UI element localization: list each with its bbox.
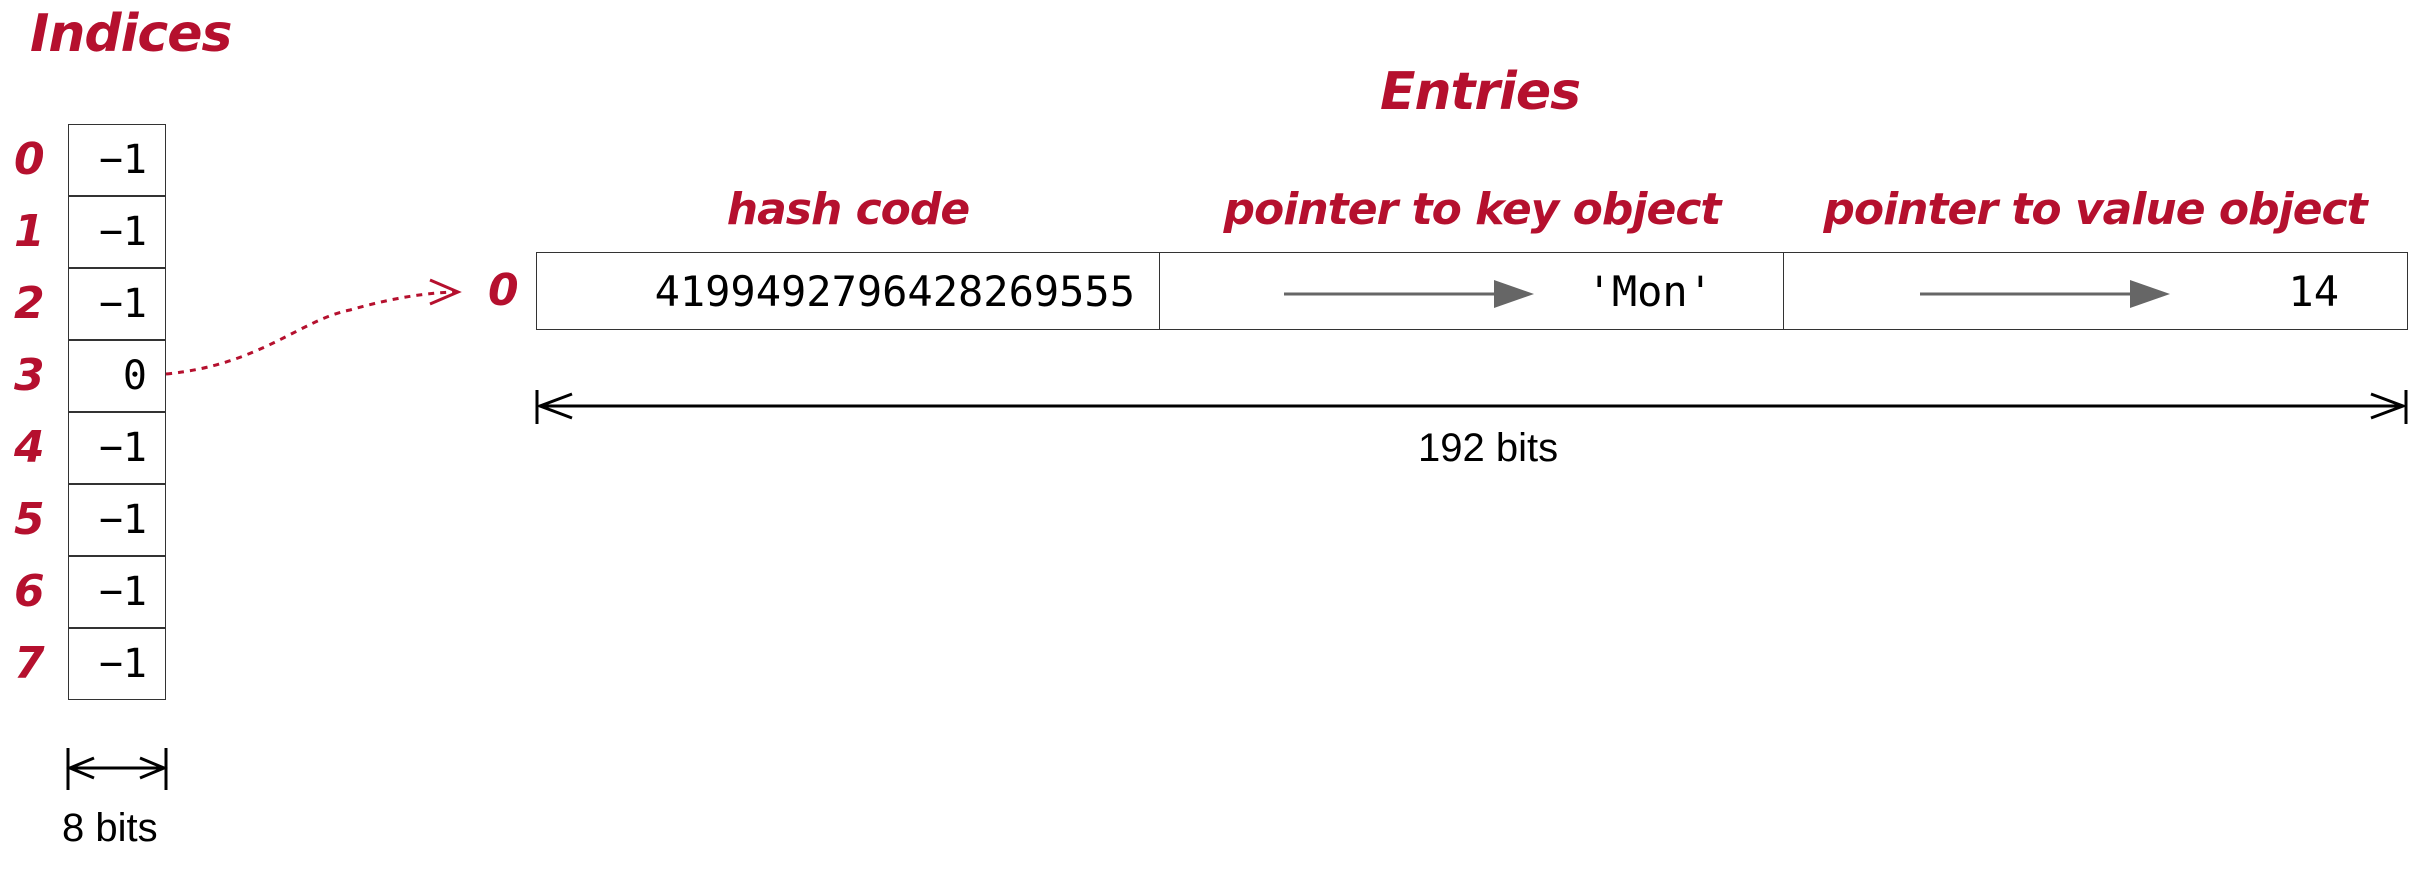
index-cell-6: −1: [68, 556, 166, 628]
column-header-value-pointer: pointer to value object: [1823, 184, 2367, 235]
index-cell-1: −1: [68, 196, 166, 268]
indices-width-label: 8 bits: [62, 806, 158, 850]
index-label-1: 1: [14, 206, 45, 257]
entry-key-value: 'Mon': [1586, 267, 1713, 316]
entry-value-cell: 14: [1783, 252, 2408, 330]
index-cell-0: −1: [68, 124, 166, 196]
entry-row-label-0: 0: [488, 265, 519, 316]
index-cell-7: −1: [68, 628, 166, 700]
index-label-3: 3: [14, 350, 45, 401]
index-label-0: 0: [14, 134, 45, 185]
index-cell-3: 0: [68, 340, 166, 412]
indices-title: Indices: [30, 4, 232, 64]
value-pointer-arrowhead: [2130, 280, 2170, 308]
entry-value-value: 14: [2288, 267, 2339, 316]
index-label-5: 5: [14, 494, 45, 545]
entry-hash-cell: 4199492796428269555: [536, 252, 1160, 330]
index-cell-5: −1: [68, 484, 166, 556]
index-cell-4: −1: [68, 412, 166, 484]
entries-width-dimension: [535, 390, 2408, 424]
column-header-hash-code: hash code: [726, 184, 970, 235]
index-cell-2: −1: [68, 268, 166, 340]
index-label-4: 4: [14, 422, 45, 473]
index-label-6: 6: [14, 566, 45, 617]
key-pointer-arrowhead: [1494, 280, 1534, 308]
entries-title: Entries: [1380, 62, 1581, 122]
index-to-entry-arrowhead: [429, 278, 462, 306]
entry-hash-value: 4199492796428269555: [654, 267, 1135, 316]
entry-key-cell: 'Mon': [1159, 252, 1784, 330]
index-to-entry-arrow: [165, 290, 456, 376]
index-label-7: 7: [14, 638, 45, 689]
index-label-2: 2: [14, 278, 45, 329]
entries-width-label: 192 bits: [1418, 426, 1559, 470]
column-header-key-pointer: pointer to key object: [1223, 184, 1722, 235]
indices-width-dimension: [66, 748, 168, 790]
